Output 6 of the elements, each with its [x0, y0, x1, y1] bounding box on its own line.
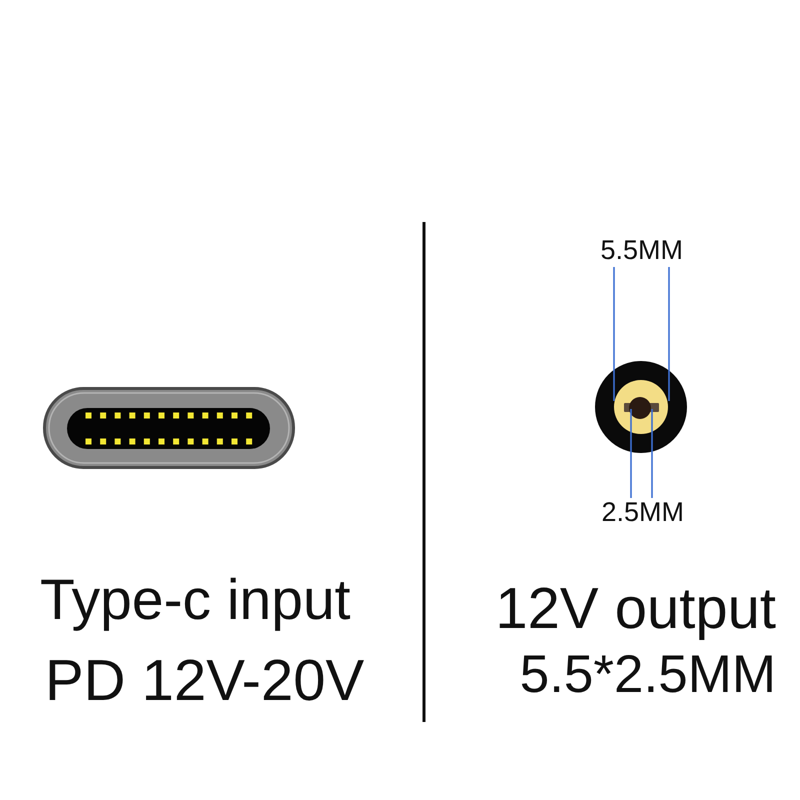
dimension-label: 2.5MM	[602, 499, 684, 526]
output-size-label: 5.5*2.5MM	[520, 648, 776, 701]
input-type-label: Type-c input	[40, 572, 350, 629]
dimension-label: 5.5MM	[600, 237, 684, 264]
output-voltage-label: 12V output	[495, 580, 776, 638]
input-voltage-label: PD 12V-20V	[45, 652, 364, 710]
